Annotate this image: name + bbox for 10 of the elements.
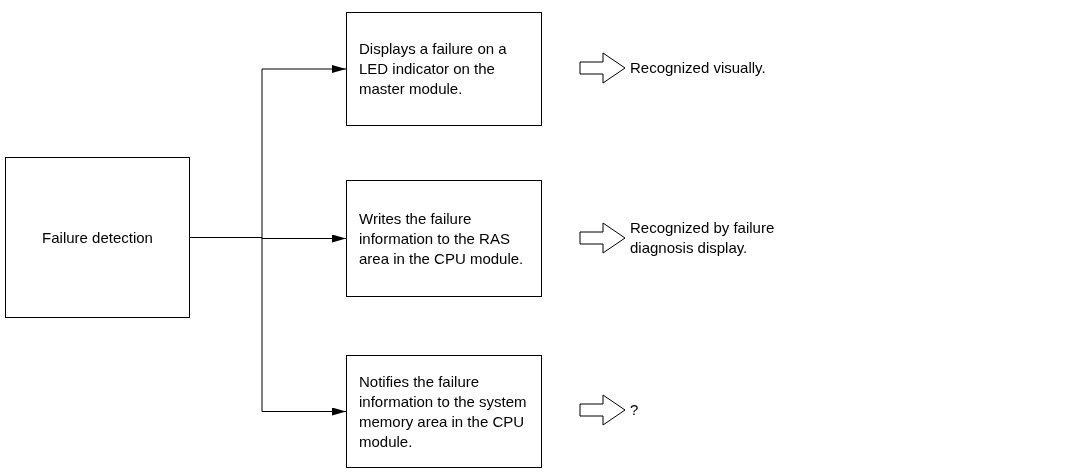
result-text: ? xyxy=(630,398,670,422)
result-text: Recognized by failure diagnosis display. xyxy=(630,218,830,258)
process-box: Notifies the failure information to the system memory area in the CPU module. xyxy=(346,355,542,468)
process-box: Writes the failure information to the RAS area in the CPU module. xyxy=(346,180,542,297)
hollow-arrow xyxy=(579,52,626,84)
process-box: Displays a failure on a LED indicator on the master module. xyxy=(346,12,542,126)
hollow-arrow xyxy=(579,394,626,426)
hollow-arrow xyxy=(579,222,626,254)
process-box: Failure detection xyxy=(5,157,190,318)
result-text: Recognized visually. xyxy=(630,56,830,80)
